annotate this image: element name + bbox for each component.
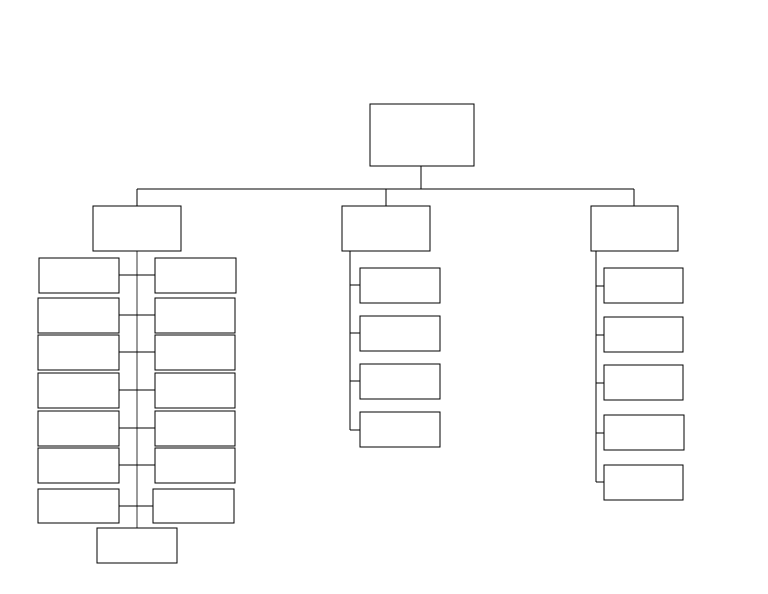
child-node xyxy=(37,447,120,484)
child-node xyxy=(154,372,236,409)
child-node xyxy=(37,410,120,447)
child-node xyxy=(38,257,120,294)
child-node xyxy=(603,267,684,304)
child-node xyxy=(603,364,684,401)
child-node xyxy=(359,267,441,304)
child-node xyxy=(37,488,120,524)
branch-node-2 xyxy=(341,205,431,252)
child-node xyxy=(154,447,236,484)
branch-1-children xyxy=(37,257,237,564)
child-node xyxy=(152,488,235,524)
child-node xyxy=(359,411,441,448)
child-node xyxy=(603,414,685,451)
child-node xyxy=(603,316,684,353)
branch-node-1 xyxy=(92,205,182,252)
branch-node-3 xyxy=(590,205,679,252)
child-node xyxy=(154,410,236,447)
child-node xyxy=(154,297,236,334)
child-node xyxy=(603,464,684,501)
child-node xyxy=(96,527,178,564)
child-node xyxy=(37,372,120,409)
child-node xyxy=(37,334,120,371)
child-node xyxy=(359,363,441,400)
branch-2-children xyxy=(359,267,441,448)
child-node xyxy=(154,257,237,294)
branch-3-children xyxy=(603,267,685,501)
child-node xyxy=(37,297,120,334)
child-node xyxy=(359,315,441,352)
root-node xyxy=(369,103,475,167)
connectors xyxy=(119,166,635,528)
child-node xyxy=(154,334,236,371)
